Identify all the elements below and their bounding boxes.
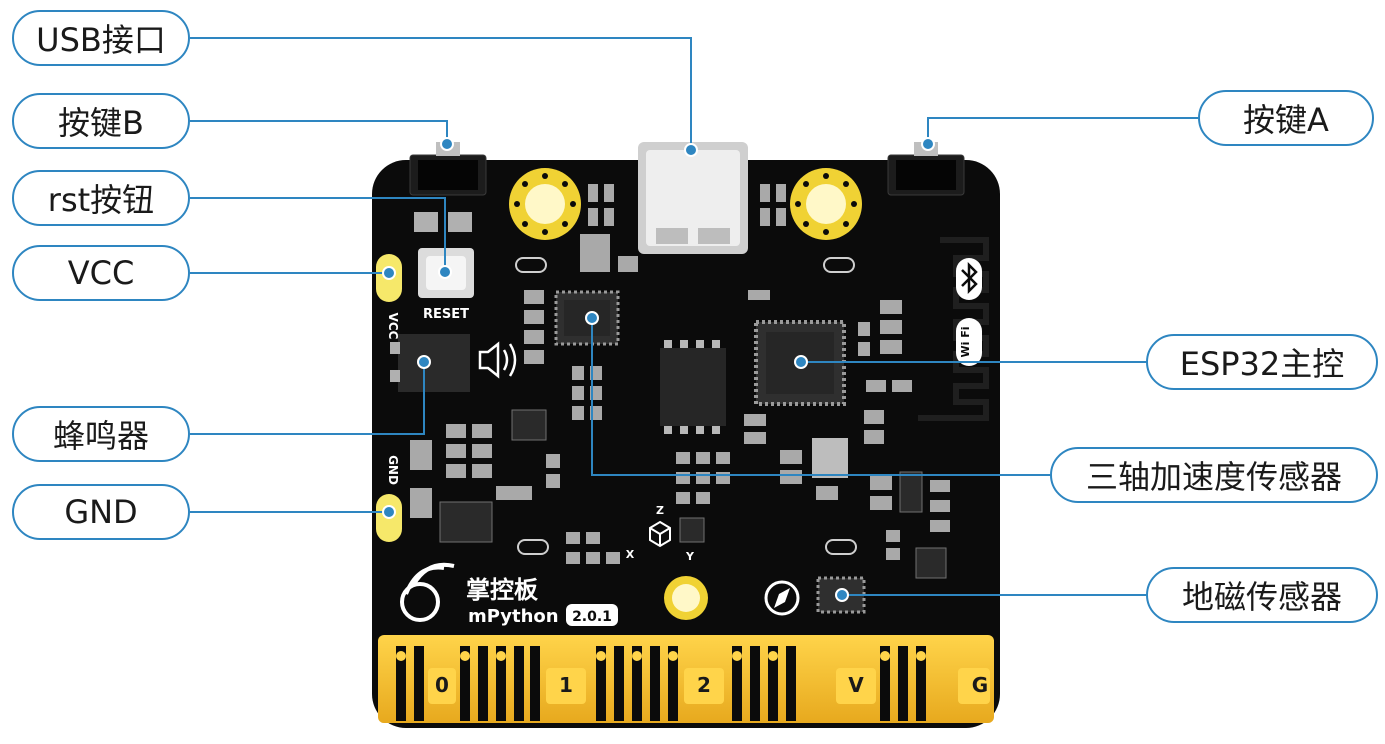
- vcc-silk: VCC: [386, 313, 400, 340]
- label-esp32: ESP32主控: [1146, 334, 1378, 390]
- label-usb: USB接口: [12, 10, 190, 66]
- compass-icon: [764, 580, 800, 616]
- label-buzzer: 蜂鸣器: [12, 406, 190, 462]
- pin-label-v: V: [848, 673, 864, 697]
- label-magnet: 地磁传感器: [1146, 567, 1378, 623]
- button-b-component: [409, 142, 487, 196]
- reset-silk: RESET: [423, 307, 469, 322]
- silk-ovals: [515, 257, 857, 555]
- flash-chip: [660, 340, 726, 434]
- leader-rst: [190, 197, 446, 272]
- brand-cn: 掌控板: [466, 576, 539, 604]
- pin-label-1: 1: [559, 673, 573, 697]
- svg-text:Y: Y: [685, 550, 695, 563]
- axis-icon: Z X Y: [626, 504, 695, 563]
- edge-connector: 0 1 2 V G: [378, 635, 994, 723]
- leader-usb: [190, 37, 692, 150]
- pin-label-g: G: [972, 673, 988, 697]
- leader-accel: [591, 318, 1050, 476]
- label-gnd: GND: [12, 484, 190, 540]
- usb-c-port: [638, 142, 748, 254]
- bluetooth-icon: [956, 258, 982, 300]
- buzzer-component: [390, 334, 517, 392]
- label-button-a: 按键A: [1198, 90, 1374, 146]
- label-vcc: VCC: [12, 245, 190, 301]
- leader-button-b: [190, 120, 448, 144]
- ic-components: [439, 409, 947, 579]
- wifi-icon: Wi Fi: [956, 318, 982, 366]
- leader-buzzer: [190, 362, 425, 435]
- passive-components: [410, 184, 950, 564]
- label-button-b: 按键B: [12, 93, 190, 149]
- wifi-silk: Wi Fi: [959, 326, 972, 357]
- brand-en: mPython: [468, 606, 559, 627]
- label-accel: 三轴加速度传感器: [1050, 447, 1378, 503]
- crystal: [812, 438, 848, 478]
- label-rst: rst按钮: [12, 170, 190, 226]
- version-badge: 2.0.1: [572, 609, 612, 625]
- pin-label-2: 2: [697, 673, 711, 697]
- mpython-logo: 掌控板 mPython 2.0.1: [400, 562, 618, 627]
- gnd-silk: GND: [386, 455, 400, 485]
- button-a-component: [887, 142, 965, 196]
- pin-label-0: 0: [435, 673, 449, 697]
- mounting-hole-right: [790, 168, 862, 240]
- mounting-hole-left: [509, 168, 581, 240]
- leader-button-a: [927, 117, 1198, 144]
- svg-text:X: X: [626, 548, 635, 561]
- svg-text:Z: Z: [656, 504, 664, 517]
